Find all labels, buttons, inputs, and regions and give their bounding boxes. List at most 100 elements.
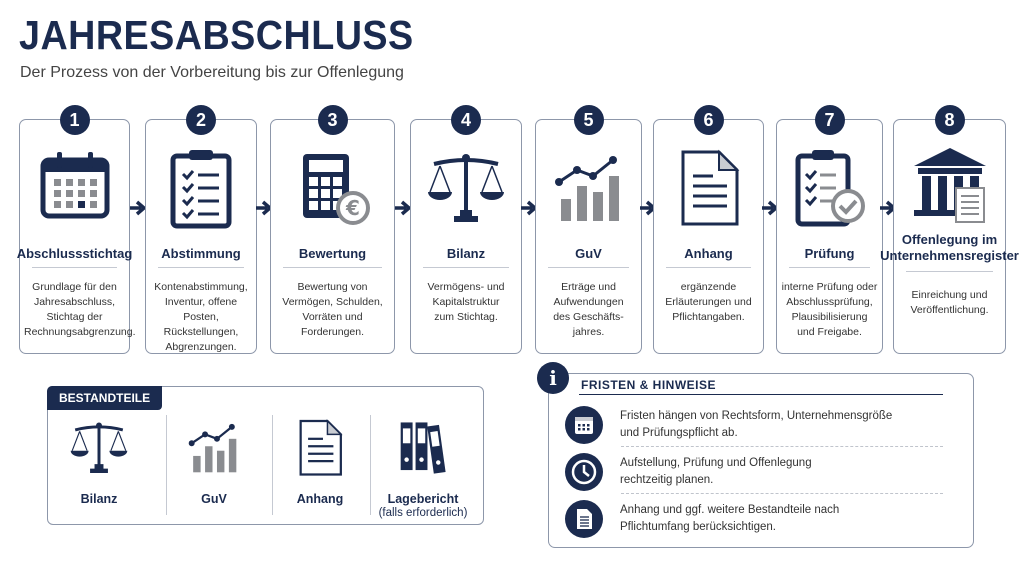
calculator-euro-icon: €: [293, 144, 373, 230]
note-text: Fristen hängen von Rechtsform, Unternehm…: [620, 408, 892, 442]
step-description-line: Jahresabschluss,: [33, 296, 116, 308]
component-item: Lagebericht (falls erforderlich): [373, 415, 473, 519]
step-description-line: Rechnungsabgrenzung.: [24, 326, 136, 338]
note-text-line: Anhang und ggf. weitere Bestandteile nac…: [620, 504, 840, 516]
component-label: Lagebericht: [387, 492, 459, 506]
step-number: 4: [451, 105, 481, 135]
step-description-line: und Freigabe.: [797, 326, 862, 338]
step-description-line: Abgrenzungen.: [165, 341, 237, 353]
note-text-line: rechtzeitig planen.: [620, 474, 714, 486]
component-label: Anhang: [296, 492, 344, 506]
arrow-right-icon: [520, 200, 538, 216]
components-panel: BESTANDTEILE Bilanz GuV Anhang Lageberic…: [47, 386, 484, 525]
page-subtitle: Der Prozess von der Vorbereitung bis zur…: [20, 64, 404, 81]
step-description-line: Posten, Rückstellungen,: [163, 311, 239, 338]
component-label: GuV: [201, 492, 227, 506]
bar-line-chart-icon: [549, 144, 629, 230]
note-item: Anhang und ggf. weitere Bestandteile nac…: [565, 496, 943, 542]
info-icon: i: [537, 362, 569, 394]
step-divider: [906, 271, 993, 272]
step-divider: [789, 267, 870, 268]
component-label: Bilanz: [80, 492, 118, 506]
calendar-icon: [565, 406, 603, 444]
step-card: 8 Offenlegung im Unternehmensregister Ei…: [880, 105, 1019, 354]
step-number: 2: [186, 105, 216, 135]
step-divider: [158, 267, 244, 268]
step-description-line: Forderungen.: [300, 326, 365, 338]
step-number: 8: [934, 105, 965, 135]
step-description-line: Kapitalstruktur: [432, 296, 500, 308]
step-divider: [32, 267, 117, 268]
step-description-line: ergänzende: [680, 281, 737, 293]
scales-icon: [426, 144, 506, 230]
step-number: 7: [814, 105, 845, 135]
step-title: Anhang: [684, 246, 733, 261]
step-title: GuV: [575, 246, 602, 261]
step-description-line: Vorräten und: [302, 311, 363, 323]
document-icon: [565, 500, 603, 538]
step-number: 3: [317, 105, 348, 135]
page-title: JAHRESABSCHLUSS: [19, 12, 414, 58]
bar-line-chart-icon: [164, 415, 264, 484]
step-title: Prüfung: [804, 246, 855, 261]
note-text-line: und Prüfungspflicht ab.: [620, 427, 738, 439]
clipboard-check-icon: [790, 144, 870, 230]
step-description-line: Vermögen, Schulden,: [282, 296, 383, 308]
arrow-right-icon: [394, 200, 412, 216]
component-divider: [272, 415, 273, 515]
notes-title-underline: [579, 394, 943, 395]
component-item: Bilanz: [49, 415, 149, 507]
step-title: Offenlegung im Unternehmensregister: [880, 232, 1019, 263]
step-description-line: Bewertung von: [297, 281, 368, 293]
step-description-line: Veröffentlichung.: [910, 304, 989, 316]
step-divider: [666, 267, 751, 268]
component-sublabel: (falls erforderlich): [378, 507, 468, 519]
note-text-line: Fristen hängen von Rechtsform, Unternehm…: [620, 410, 893, 422]
calendar-icon: [35, 144, 115, 230]
notes-title: FRISTEN & HINWEISE: [581, 378, 717, 392]
svg-text:€: €: [345, 196, 360, 220]
step-title: Abschlussstichtag: [16, 246, 133, 261]
step-number: 6: [693, 105, 724, 135]
step-description-line: Grundlage für den: [32, 281, 117, 293]
note-item: Fristen hängen von Rechtsform, Unternehm…: [565, 402, 943, 448]
step-description-line: jahres.: [572, 326, 605, 338]
clock-icon: [565, 453, 603, 491]
step-card: 2 Abstimmung Kontenabstimmung,Inventur, …: [145, 105, 257, 355]
step-title: Bilanz: [446, 246, 486, 261]
step-description-line: Abschlussprüfung,: [786, 296, 873, 308]
step-description-line: Pflichtangaben.: [672, 311, 745, 323]
institution-icon: [910, 144, 990, 230]
component-item: GuV: [164, 415, 264, 507]
note-text: Anhang und ggf. weitere Bestandteile nac…: [620, 502, 839, 536]
components-title: BESTANDTEILE: [47, 386, 163, 410]
step-divider: [423, 267, 509, 268]
step-description-line: Stichtag der: [46, 311, 103, 323]
note-separator: [621, 446, 943, 447]
document-icon: [669, 144, 749, 230]
step-description-line: Inventur, offene: [164, 296, 238, 308]
step-description-line: interne Prüfung oder: [781, 281, 878, 293]
step-description-line: Erläuterungen und: [665, 296, 752, 308]
step-description-line: Erträge und: [561, 281, 616, 293]
binders-icon: [373, 415, 473, 484]
step-description-line: Vermögens- und: [427, 281, 505, 293]
step-description-line: des Geschäfts-: [553, 311, 624, 323]
document-icon: [270, 415, 370, 484]
step-description-line: Kontenabstimmung,: [154, 281, 248, 293]
component-item: Anhang: [270, 415, 370, 507]
